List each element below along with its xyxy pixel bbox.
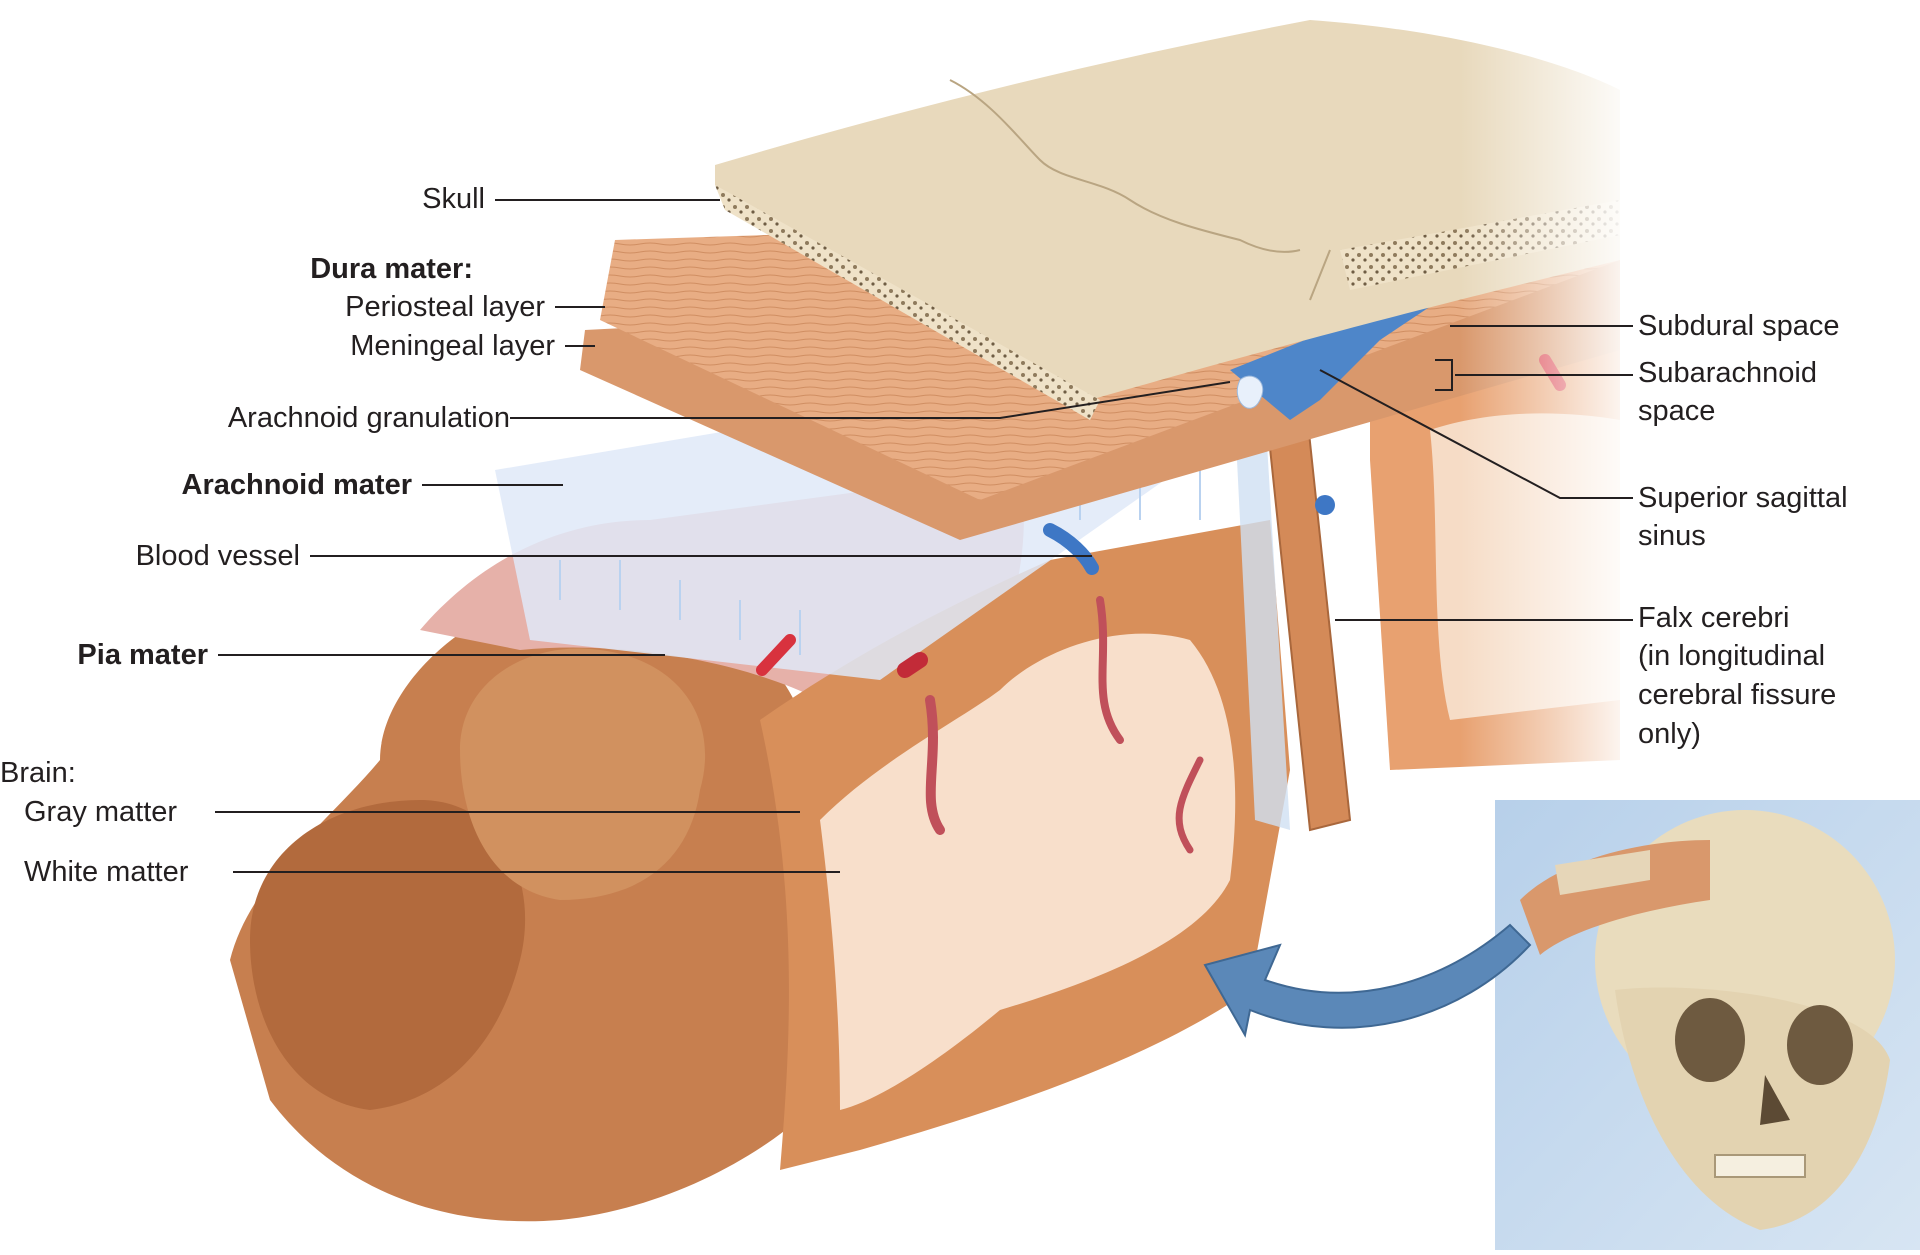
label-arachnoid-mater: Arachnoid mater [181,469,412,501]
label-falx-line1: Falx cerebri [1638,602,1790,634]
sagittal-suture [949,79,1301,253]
label-subarachnoid-line2: space [1638,395,1716,427]
label-subarachnoid-line1: Subarachnoid [1638,357,1817,389]
label-falx-line3: cerebral fissure [1638,679,1837,711]
label-falx-line4: only) [1638,718,1701,750]
right-fade [1460,0,1640,860]
artery-2 [897,652,928,678]
vein-blue [1043,523,1099,575]
sulcus-1 [925,695,945,835]
inset-skull-panel [1495,800,1920,1250]
inset-skull-eye-left [1675,998,1745,1082]
skull-outer-table [715,20,1620,400]
label-gray-matter: Gray matter [24,796,178,828]
label-sinus-line1: Superior sagittal [1638,482,1848,514]
sulcus-3 [1175,756,1204,854]
label-meningeal-layer: Meningeal layer [350,330,555,362]
white-matter-section [820,633,1236,1110]
leader-lines [215,199,1633,873]
inset-cutout-skull-layer [1555,850,1650,895]
inset-skull-nose [1760,1075,1790,1125]
label-falx-line2: (in longitudinal [1638,640,1826,672]
label-periosteal-layer: Periosteal layer [345,291,545,323]
falx-lower-sheet [1235,410,1290,830]
label-pia-mater: Pia mater [77,639,208,671]
skull-diploe-left [715,185,1100,420]
sulcus-2 [1096,596,1124,744]
skull-seam [1309,249,1331,301]
leader-arachnoid-granulation [510,381,1231,419]
label-dura-mater: Dura mater: [310,253,473,285]
label-sinus-line2: sinus [1638,520,1706,552]
label-blood-vessel: Blood vessel [135,540,300,572]
subarachnoid-bracket [1435,359,1453,391]
label-white-matter: White matter [24,856,189,888]
leader-sinus [1319,369,1633,499]
label-arachnoid-granulation: Arachnoid granulation [227,402,510,434]
gyri-mid [460,648,706,900]
inset-skull-eye-right [1787,1005,1853,1085]
superior-sagittal-sinus [1230,280,1470,420]
arachnoid-granulation [1236,375,1263,409]
inset-skull-teeth [1714,1154,1806,1178]
label-brain: Brain: [0,757,76,789]
gyri-left [250,800,526,1110]
artery-1 [756,634,796,676]
sinus-vessel [1315,495,1335,515]
pointer-arrow [1203,923,1532,1038]
label-subdural-space: Subdural space [1638,310,1840,342]
label-skull: Skull [422,183,485,215]
